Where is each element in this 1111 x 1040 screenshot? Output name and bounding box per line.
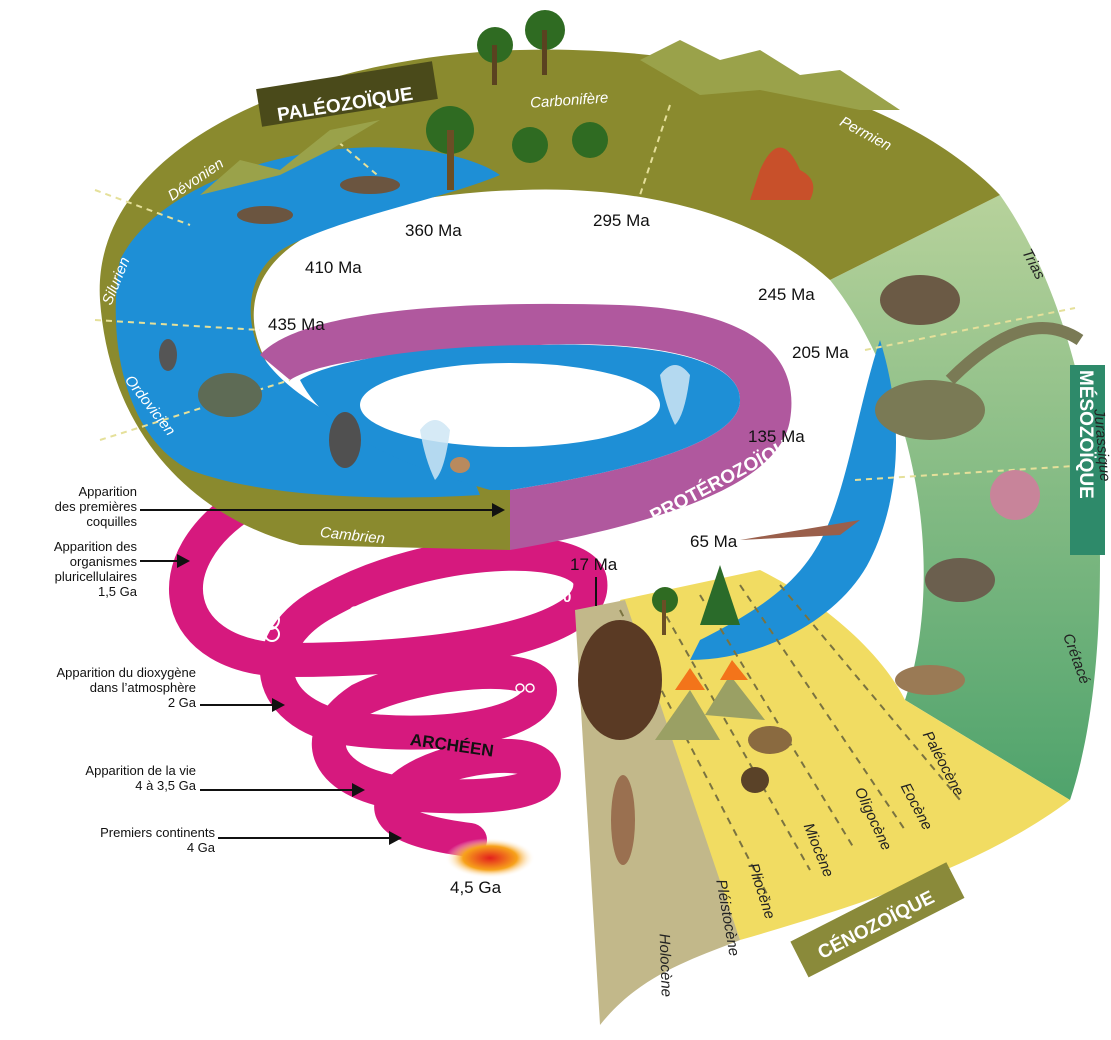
period-holocene: Holocène xyxy=(656,933,675,997)
svg-text:pluricellulaires: pluricellulaires xyxy=(55,569,138,584)
svg-text:Premiers continents: Premiers continents xyxy=(100,825,215,840)
age-0: 0 xyxy=(563,589,571,606)
age-45-ga: 4,5 Ga xyxy=(450,878,502,897)
age-17: 17 Ma xyxy=(570,555,618,574)
age-410: 410 Ma xyxy=(305,258,362,277)
svg-text:4 à 3,5 Ga: 4 à 3,5 Ga xyxy=(135,778,196,793)
age-360: 360 Ma xyxy=(405,221,462,240)
svg-text:Apparition: Apparition xyxy=(78,484,137,499)
age-435: 435 Ma xyxy=(268,315,325,334)
svg-text:Apparition de la vie: Apparition de la vie xyxy=(85,763,196,778)
age-135: 135 Ma xyxy=(748,427,805,446)
svg-text:des premières: des premières xyxy=(55,499,138,514)
age-205: 205 Ma xyxy=(792,343,849,362)
svg-text:4 Ga: 4 Ga xyxy=(187,840,216,855)
svg-text:Apparition du dioxygène: Apparition du dioxygène xyxy=(57,665,197,680)
svg-text:dans l’atmosphère: dans l’atmosphère xyxy=(90,680,196,695)
svg-text:organismes: organismes xyxy=(70,554,138,569)
earth-origin-glow xyxy=(445,838,535,878)
age-245: 245 Ma xyxy=(758,285,815,304)
age-295: 295 Ma xyxy=(593,211,650,230)
svg-text:2 Ga: 2 Ga xyxy=(168,695,197,710)
event-continents: Premiers continents 4 Ga xyxy=(100,825,402,855)
svg-text:coquilles: coquilles xyxy=(86,514,137,529)
age-65: 65 Ma xyxy=(690,532,738,551)
svg-text:Apparition des: Apparition des xyxy=(54,539,138,554)
svg-text:1,5 Ga: 1,5 Ga xyxy=(98,584,138,599)
